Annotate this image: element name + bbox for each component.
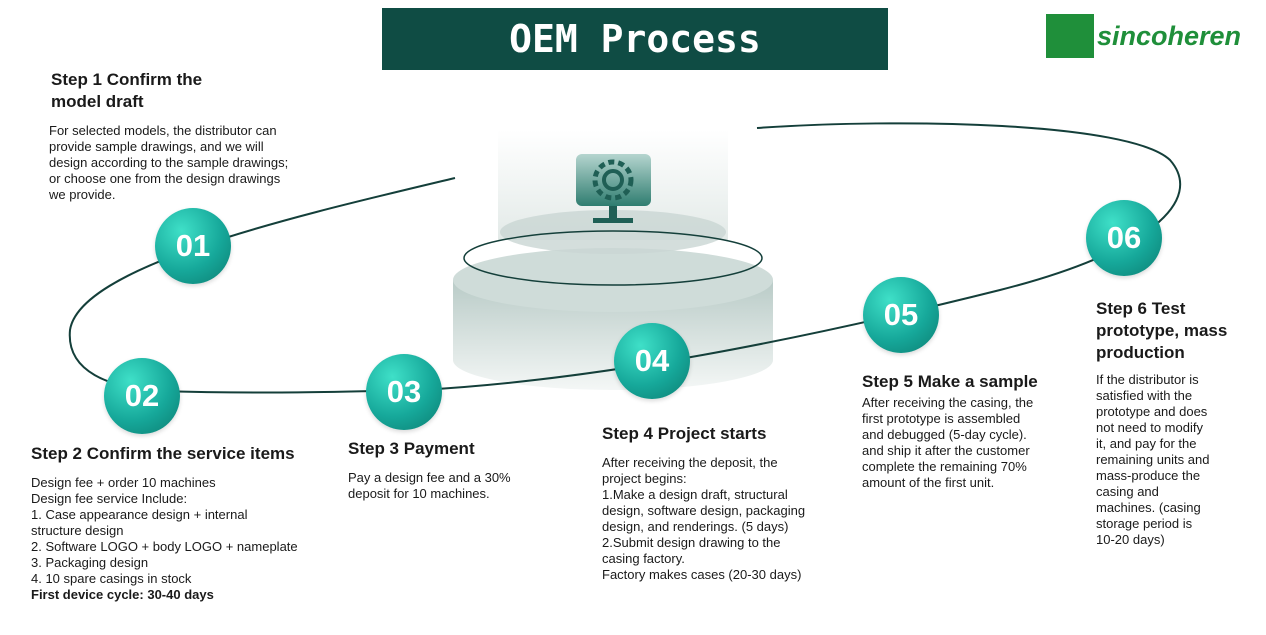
- step-1-badge: 01: [155, 208, 231, 284]
- process-path: [68, 122, 1182, 394]
- step-2-heading: Step 2 Confirm the service items: [31, 444, 295, 463]
- pedestal-top: [453, 248, 773, 312]
- page-title: OEM Process: [382, 8, 888, 70]
- step-4-badge: 04: [614, 323, 690, 399]
- step-5-badge: 05: [863, 277, 939, 353]
- step-3-badge: 03: [366, 354, 442, 430]
- step-1-heading: Step 1 Confirm the model draft: [51, 70, 203, 111]
- step-4-heading: Step 4 Project starts: [602, 424, 767, 443]
- step-5-heading: Step 5 Make a sample: [862, 372, 1038, 391]
- brand-logo: sincoheren: [1046, 14, 1241, 58]
- step-3-heading: Step 3 Payment: [348, 439, 475, 458]
- step-1-text: For selected models, the distributor can…: [49, 123, 289, 202]
- logo-icon: [1046, 14, 1094, 58]
- gear-monitor-icon: [576, 154, 651, 223]
- logo-text: sincoheren: [1097, 20, 1242, 51]
- step-6-heading: Step 6 Test prototype, mass production: [1096, 299, 1228, 362]
- step-2-badge: 02: [104, 358, 180, 434]
- orbit-ring: [463, 230, 763, 286]
- step-6-badge: 06: [1086, 200, 1162, 276]
- step-3-text: Pay a design fee and a 30%deposit for 10…: [348, 470, 511, 501]
- cycle-note: First device cycle: 30-40 days: [31, 587, 214, 602]
